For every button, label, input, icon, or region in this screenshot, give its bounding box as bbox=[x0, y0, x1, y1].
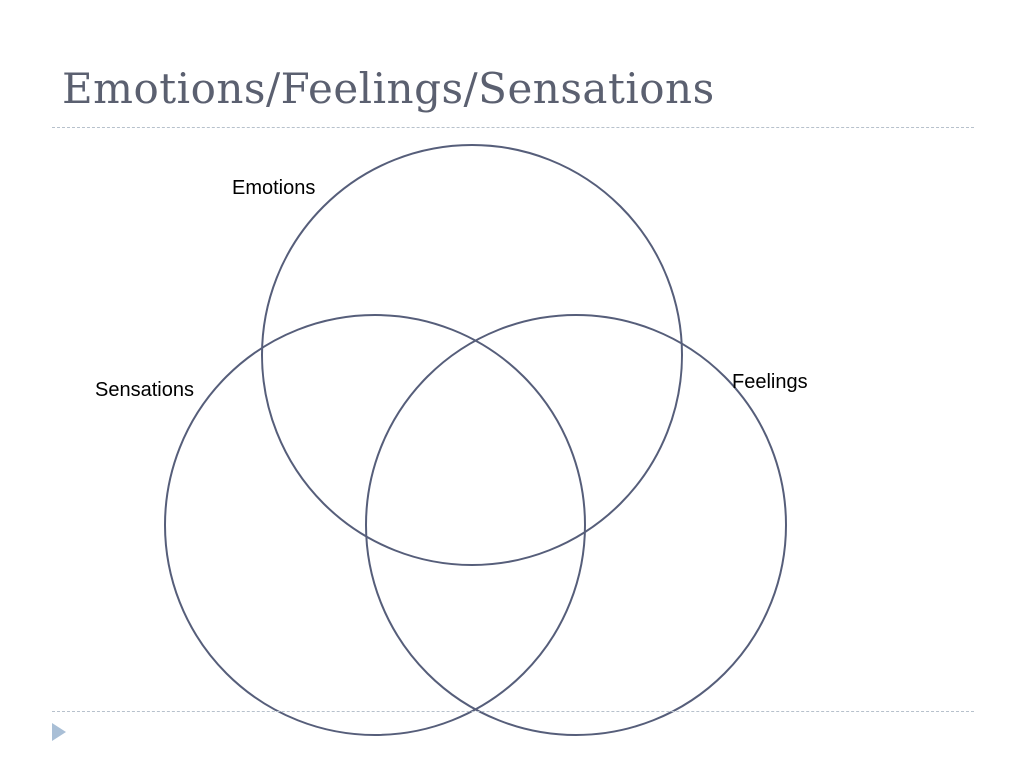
circle-emotions bbox=[261, 144, 683, 566]
title-divider bbox=[52, 127, 974, 128]
circle-sensations bbox=[164, 314, 586, 736]
label-emotions: Emotions bbox=[232, 177, 315, 199]
footer-divider bbox=[52, 711, 974, 712]
next-slide-arrow-icon[interactable] bbox=[52, 723, 66, 741]
label-feelings: Feelings bbox=[732, 371, 808, 393]
label-sensations: Sensations bbox=[95, 379, 194, 401]
page-title: Emotions/Feelings/Sensations bbox=[62, 64, 715, 113]
circle-feelings bbox=[365, 314, 787, 736]
